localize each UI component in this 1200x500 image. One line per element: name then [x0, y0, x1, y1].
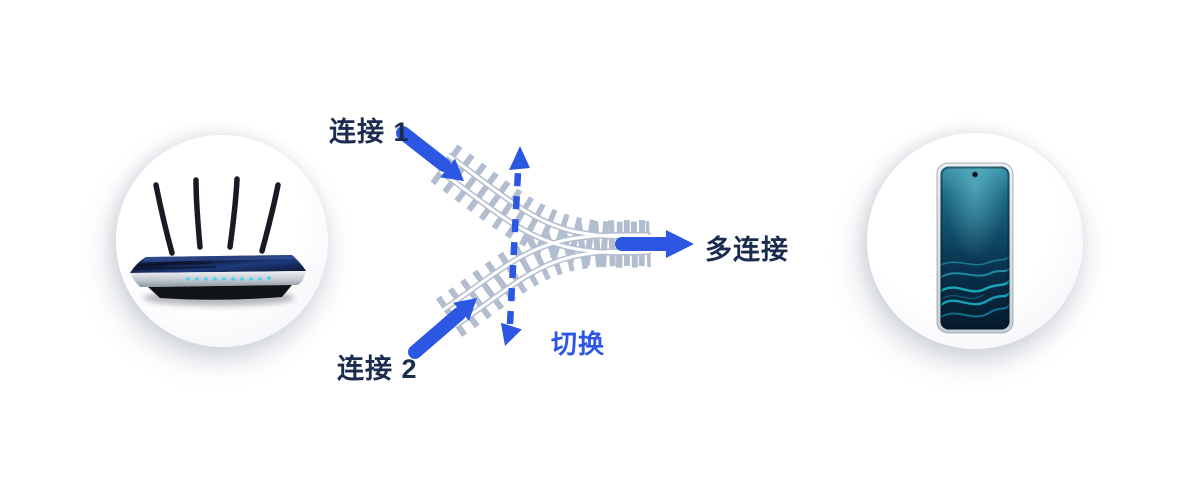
railway-switch-icon — [396, 126, 694, 359]
router-antennas — [153, 176, 281, 256]
router-icon — [130, 176, 306, 306]
switch-dashed-arrow — [500, 146, 530, 346]
phone-screen-vignette — [940, 166, 1010, 330]
label-switch: 切换 — [551, 329, 606, 359]
multi-connection-arrow-icon — [615, 230, 694, 258]
phone-wallpaper-waves — [939, 256, 1011, 318]
phone-node-circle — [867, 133, 1083, 349]
router-front-band — [130, 271, 306, 287]
router-panel-lines — [133, 262, 217, 270]
label-connection-2: 连接 2 — [337, 354, 418, 384]
router-base — [148, 285, 292, 300]
label-connection-1: 连接 1 — [329, 117, 410, 147]
router-led-lights — [186, 276, 271, 281]
smartphone-icon — [936, 162, 1014, 334]
track-rails — [438, 152, 652, 329]
connection1-arrow-icon — [396, 126, 464, 181]
connection2-arrow-icon — [408, 298, 477, 359]
router-top-highlight — [142, 255, 294, 262]
router-node-circle — [116, 135, 328, 347]
label-multi-connection: 多连接 — [705, 235, 789, 265]
phone-camera-icon — [972, 171, 979, 178]
